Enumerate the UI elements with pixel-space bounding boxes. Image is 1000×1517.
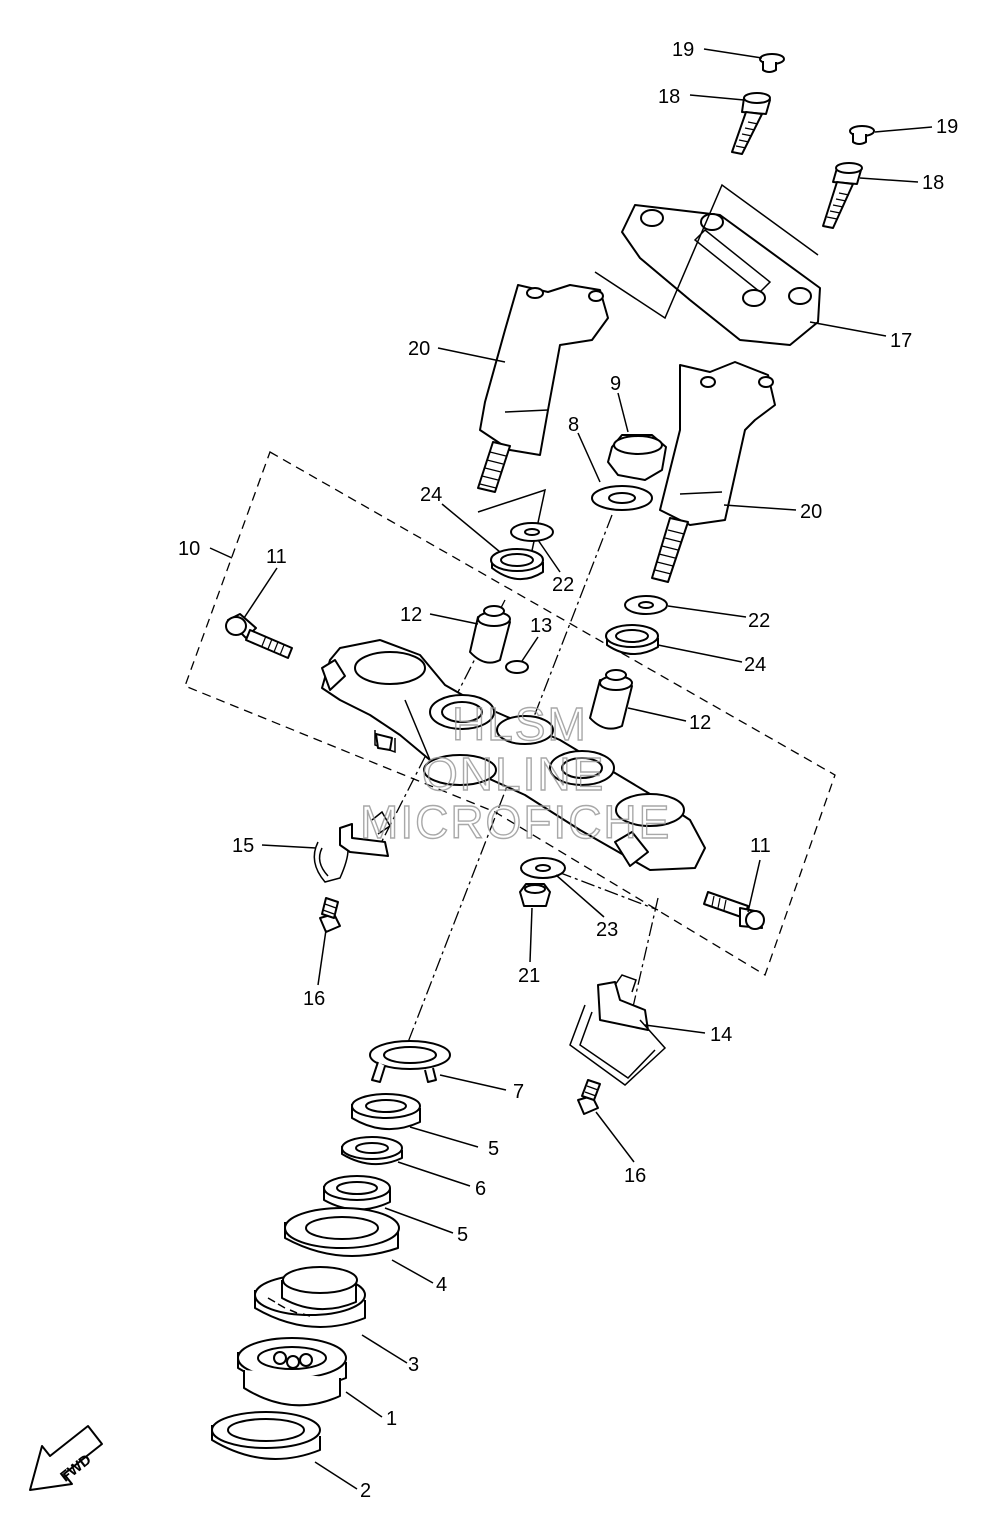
watermark-line-1: HLSM bbox=[452, 698, 588, 750]
wire-guide-15 bbox=[313, 810, 391, 883]
collar-12-right bbox=[589, 669, 633, 730]
callout-16-right: 16 bbox=[624, 1165, 646, 1187]
watermark-line-3: MICROFICHE bbox=[360, 796, 671, 848]
bolt-16-right bbox=[577, 1079, 601, 1115]
callout-20-right: 20 bbox=[800, 501, 822, 523]
damper-13 bbox=[505, 660, 529, 674]
cap-19-upper bbox=[759, 53, 785, 73]
riser-20-right bbox=[651, 361, 776, 583]
callout-3: 3 bbox=[408, 1354, 419, 1376]
callout-15: 15 bbox=[232, 835, 254, 857]
callout-13: 13 bbox=[530, 615, 552, 637]
bolt-11-left bbox=[225, 613, 293, 659]
bushing-24-left bbox=[490, 548, 544, 580]
callout-17: 17 bbox=[890, 330, 912, 352]
callout-1: 1 bbox=[386, 1408, 397, 1430]
callout-20-left: 20 bbox=[408, 338, 430, 360]
callout-23: 23 bbox=[596, 919, 618, 941]
leader-lines bbox=[209, 48, 933, 1490]
callout-7: 7 bbox=[513, 1081, 524, 1103]
ring-nut-5-lower bbox=[323, 1175, 391, 1211]
callout-18-right: 18 bbox=[922, 172, 944, 194]
callout-12-right: 12 bbox=[689, 712, 711, 734]
callout-6: 6 bbox=[475, 1178, 486, 1200]
callout-4: 4 bbox=[436, 1274, 447, 1296]
callout-14: 14 bbox=[710, 1024, 732, 1046]
callout-5-lower: 5 bbox=[457, 1224, 468, 1246]
callout-16-left: 16 bbox=[303, 988, 325, 1010]
bearing-1 bbox=[237, 1337, 347, 1407]
bolt-16-left bbox=[319, 897, 341, 933]
callout-24-right: 24 bbox=[744, 654, 766, 676]
callout-24-left: 24 bbox=[420, 484, 442, 506]
callout-labels: 19 18 19 18 17 20 9 8 20 24 22 10 11 12 … bbox=[178, 39, 958, 1502]
cover-axis-line bbox=[629, 897, 659, 1021]
washer-22-right bbox=[624, 595, 668, 615]
callout-21: 21 bbox=[518, 965, 540, 987]
lock-washer-7 bbox=[369, 1040, 451, 1083]
seal-2 bbox=[211, 1411, 321, 1460]
bearing-3 bbox=[254, 1266, 366, 1328]
handlebar-clamp-17 bbox=[621, 204, 821, 346]
callout-10: 10 bbox=[178, 538, 200, 560]
upper-bracket bbox=[321, 639, 706, 871]
watermark: HLSM ONLINE MICROFICHE bbox=[359, 697, 671, 848]
callout-9: 9 bbox=[610, 373, 621, 395]
bolt-axis-line bbox=[557, 871, 659, 911]
bolt-18-upper bbox=[731, 92, 771, 155]
callout-19-upper: 19 bbox=[672, 39, 694, 61]
callout-19-right: 19 bbox=[936, 116, 958, 138]
callout-11-right: 11 bbox=[750, 835, 771, 857]
assembly-boundary-outline bbox=[184, 451, 836, 976]
riser-link-line-upper bbox=[594, 183, 819, 320]
callout-18-upper: 18 bbox=[658, 86, 680, 108]
nut-21 bbox=[519, 883, 551, 907]
riser-20-left bbox=[477, 284, 609, 493]
bushing-24-right bbox=[605, 624, 659, 655]
dust-seal-4 bbox=[284, 1207, 400, 1257]
watermark-line-2: ONLINE bbox=[422, 748, 605, 800]
ring-nut-5-upper bbox=[351, 1093, 421, 1131]
callout-2: 2 bbox=[360, 1480, 371, 1502]
bolt-18-right bbox=[822, 162, 863, 229]
callout-22-right: 22 bbox=[748, 610, 770, 632]
callout-22-left: 22 bbox=[552, 574, 574, 596]
steering-nut-9 bbox=[607, 434, 667, 481]
callout-11-left: 11 bbox=[266, 546, 287, 568]
washer-6 bbox=[341, 1136, 403, 1166]
bolt-11-right bbox=[703, 891, 765, 930]
callout-5-upper: 5 bbox=[488, 1138, 499, 1160]
collar-12-left bbox=[469, 605, 511, 664]
washer-8 bbox=[591, 485, 653, 511]
cap-19-right bbox=[849, 125, 875, 145]
callout-8: 8 bbox=[568, 414, 579, 436]
washer-23 bbox=[520, 857, 566, 879]
washer-22-left bbox=[510, 522, 554, 542]
callout-12-left: 12 bbox=[400, 604, 422, 626]
cable-cover-14 bbox=[569, 974, 667, 1086]
fwd-arrow-icon: FWD bbox=[29, 1425, 103, 1491]
